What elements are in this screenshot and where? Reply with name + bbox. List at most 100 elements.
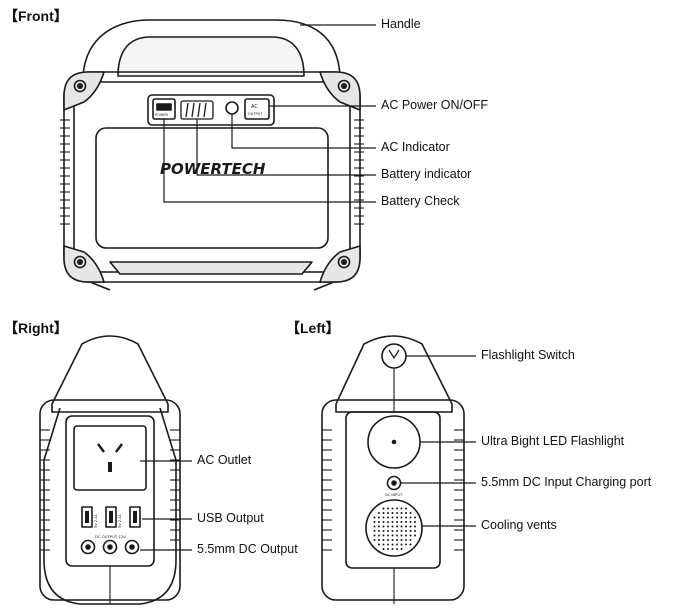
vent-hole (409, 534, 412, 537)
vent-hole (387, 548, 389, 550)
right-panel (65, 415, 155, 567)
vent-hole (382, 539, 385, 541)
vent-hole (391, 548, 394, 550)
vent-hole (409, 543, 412, 546)
vent-hole (396, 516, 398, 519)
vent-hole (387, 516, 389, 519)
vent-hole (409, 521, 412, 523)
vent-hole (400, 539, 403, 541)
front-device (60, 19, 376, 291)
vent-hole (373, 521, 376, 523)
vent-hole (373, 525, 376, 528)
callout-battery-indicator: Battery indicator (381, 167, 472, 181)
screw-top-left (73, 79, 87, 93)
right-device (39, 335, 192, 605)
callout-usb-output: USB Output (197, 511, 264, 525)
vent-hole (400, 507, 403, 510)
dc-input-label: DC INPUT (385, 493, 403, 497)
vent-hole (405, 530, 407, 532)
battery-check-sub: POWER (155, 113, 169, 117)
vent-hole (414, 525, 416, 528)
vent-hole (391, 507, 394, 510)
control-panel (147, 94, 275, 126)
vent-hole (405, 507, 407, 510)
usb-port-3 (129, 506, 141, 528)
vent-hole (405, 539, 407, 541)
vent-hole (405, 516, 407, 519)
vent-hole (405, 543, 407, 546)
dc-output-label: DC OUTPUT 12V (95, 534, 126, 539)
vent-hole (382, 516, 385, 519)
left-panel (345, 411, 441, 569)
screw-top-right (337, 79, 351, 93)
vent-hole (400, 512, 403, 514)
vent-hole (414, 534, 416, 537)
vent-hole (396, 530, 398, 532)
vent-hole (373, 516, 376, 519)
vent-hole (382, 530, 385, 532)
vent-hole (387, 539, 389, 541)
vent-hole (382, 525, 385, 528)
battery-indicator (180, 100, 214, 120)
callout-dc-input: 5.5mm DC Input Charging port (481, 475, 652, 489)
front-body (63, 71, 361, 283)
callout-ac-indicator: AC Indicator (381, 140, 450, 154)
left-view-title: 【Left】 (286, 320, 340, 336)
vent-hole (382, 512, 385, 514)
vent-hole (409, 512, 412, 514)
vent-hole (391, 530, 394, 532)
vent-hole (400, 521, 403, 523)
vent-hole (378, 530, 380, 532)
ac-outlet (73, 425, 147, 491)
vent-hole (409, 525, 412, 528)
usb-label-1: 5V 2.1A (94, 514, 98, 528)
ac-button-sub: OUTPUT (248, 112, 263, 116)
vent-hole (405, 521, 407, 523)
front-lower-panel (95, 127, 329, 249)
handle-outer (82, 19, 341, 77)
callout-flashlight-switch: Flashlight Switch (481, 348, 575, 362)
vent-hole (409, 530, 412, 532)
vent-hole (391, 516, 394, 519)
vent-hole (400, 543, 403, 546)
dc-output-3 (124, 539, 140, 555)
vent-hole (405, 525, 407, 528)
vent-hole (400, 516, 403, 519)
vent-hole (382, 507, 385, 510)
ac-indicator-led (225, 101, 239, 115)
vent-hole (382, 534, 385, 537)
vent-hole (387, 534, 389, 537)
vent-hole (387, 507, 389, 510)
vent-hole (378, 521, 380, 523)
vent-hole (382, 521, 385, 523)
cooling-vents (365, 499, 423, 557)
vent-hole (378, 525, 380, 528)
vent-hole (382, 543, 385, 546)
usb-port-2 (105, 506, 117, 528)
vent-hole (396, 534, 398, 537)
right-top-cap (51, 335, 169, 413)
vent-hole (400, 530, 403, 532)
usb-label-2: 5V 2.1A (118, 514, 122, 528)
vent-hole (396, 521, 398, 523)
vent-hole (400, 548, 403, 550)
vent-hole (373, 530, 376, 532)
callout-cooling-vents: Cooling vents (481, 518, 557, 532)
vent-hole (378, 534, 380, 537)
vent-hole (387, 525, 389, 528)
vent-hole (378, 512, 380, 514)
vent-hole (373, 534, 376, 537)
callout-led-flashlight: Ultra Bight LED Flashlight (481, 434, 625, 448)
brand-logo: POWERTECH (160, 160, 266, 178)
usb-port-1 (81, 506, 93, 528)
vent-hole (396, 507, 398, 510)
vent-hole (409, 539, 412, 541)
screw-bottom-left (73, 255, 87, 269)
vent-hole (387, 543, 389, 546)
vent-hole (409, 516, 412, 519)
vent-hole (391, 525, 394, 528)
vent-hole (382, 548, 385, 550)
vent-hole (396, 512, 398, 514)
